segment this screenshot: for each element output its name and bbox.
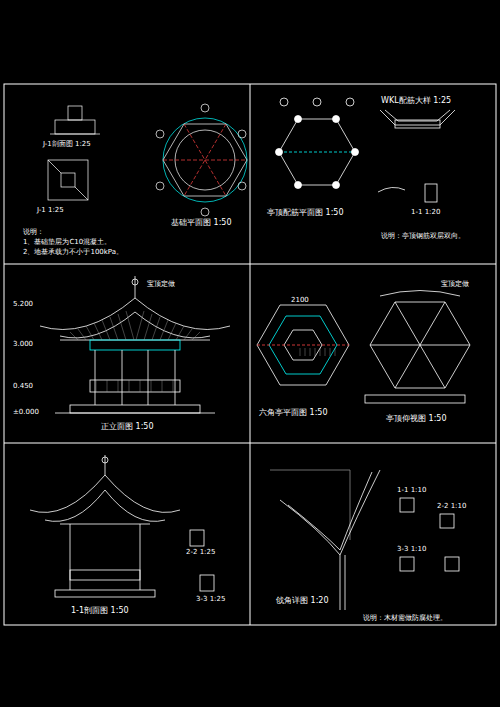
roof-hatch [173, 380, 174, 392]
section-title: 1-1剖面图 1:50 [70, 606, 130, 615]
detail-title: 2-2 1:10 [436, 502, 467, 510]
roof-hatch [140, 380, 141, 392]
roof-hatch [118, 380, 119, 392]
roof-hatch [300, 348, 301, 356]
detail-title: 1-1 1:10 [396, 486, 427, 494]
plan-title: 六角亭平面图 1:50 [258, 408, 329, 417]
detail-title: J-1 1:25 [36, 206, 65, 214]
elevation-mark: 3.000 [12, 340, 34, 348]
roof-hatch [136, 311, 144, 340]
roof-hatch [162, 380, 163, 392]
roof-hatch [192, 332, 200, 340]
roof-hatch [118, 314, 126, 340]
roof-hatch [160, 320, 168, 340]
detail-title: 3-3 1:25 [195, 595, 226, 603]
roof-hatch [110, 317, 118, 340]
detail-title: 3-3 1:10 [396, 545, 427, 553]
elevation-mark: 0.450 [12, 382, 34, 390]
roof-hatch [102, 320, 110, 340]
elevation-mark: ±0.000 [12, 408, 40, 416]
plan-title: 基础平面图 1:50 [170, 218, 233, 227]
note-text: 2、地基承载力不小于100kPa。 [22, 248, 124, 256]
roof-hatch [94, 323, 102, 340]
roof-hatch [78, 329, 86, 340]
note-text: 说明：亭顶钢筋双层双向。 [380, 232, 466, 240]
roof-hatch [152, 317, 160, 340]
detail-title: J-1剖面图 1:25 [42, 140, 92, 148]
detail-title: 2-2 1:25 [185, 548, 216, 556]
callout-text: 宝顶定做 [146, 280, 176, 288]
roof-hatch [176, 326, 184, 340]
dimension: 2100 [290, 296, 310, 304]
detail-title: WKL配筋大样 1:25 [380, 96, 452, 105]
note-text: 1、基础垫层为C10混凝土。 [22, 238, 112, 246]
roof-hatch [126, 311, 134, 340]
note-text: 说明：木材需做防腐处理。 [362, 614, 448, 622]
roof-hatch [305, 348, 306, 356]
elevation-title: 正立面图 1:50 [100, 422, 155, 431]
roof-hatch [330, 348, 331, 356]
roof-hatch [70, 332, 78, 340]
roof-hatch [107, 380, 108, 392]
roof-hatch [144, 314, 152, 340]
roof-hatch [168, 323, 176, 340]
plan-title: 亭顶仰视图 1:50 [385, 414, 448, 423]
callout-text: 宝顶定做 [440, 280, 470, 288]
note-text: 说明： [22, 228, 45, 236]
roof-hatch [320, 348, 321, 356]
detail-title: 1-1 1:20 [410, 208, 441, 216]
elevation-mark: 5.200 [12, 300, 34, 308]
plan-title: 亭顶配筋平面图 1:50 [266, 208, 345, 217]
roof-hatch [325, 348, 326, 356]
roof-hatch [310, 348, 311, 356]
roof-hatch [151, 380, 152, 392]
roof-hatch [96, 380, 97, 392]
detail-title: 戗角详图 1:20 [275, 596, 330, 605]
roof-hatch [335, 348, 336, 356]
roof-hatch [315, 348, 316, 356]
roof-hatch [129, 380, 130, 392]
roof-hatch [184, 329, 192, 340]
roof-hatch [86, 326, 94, 340]
